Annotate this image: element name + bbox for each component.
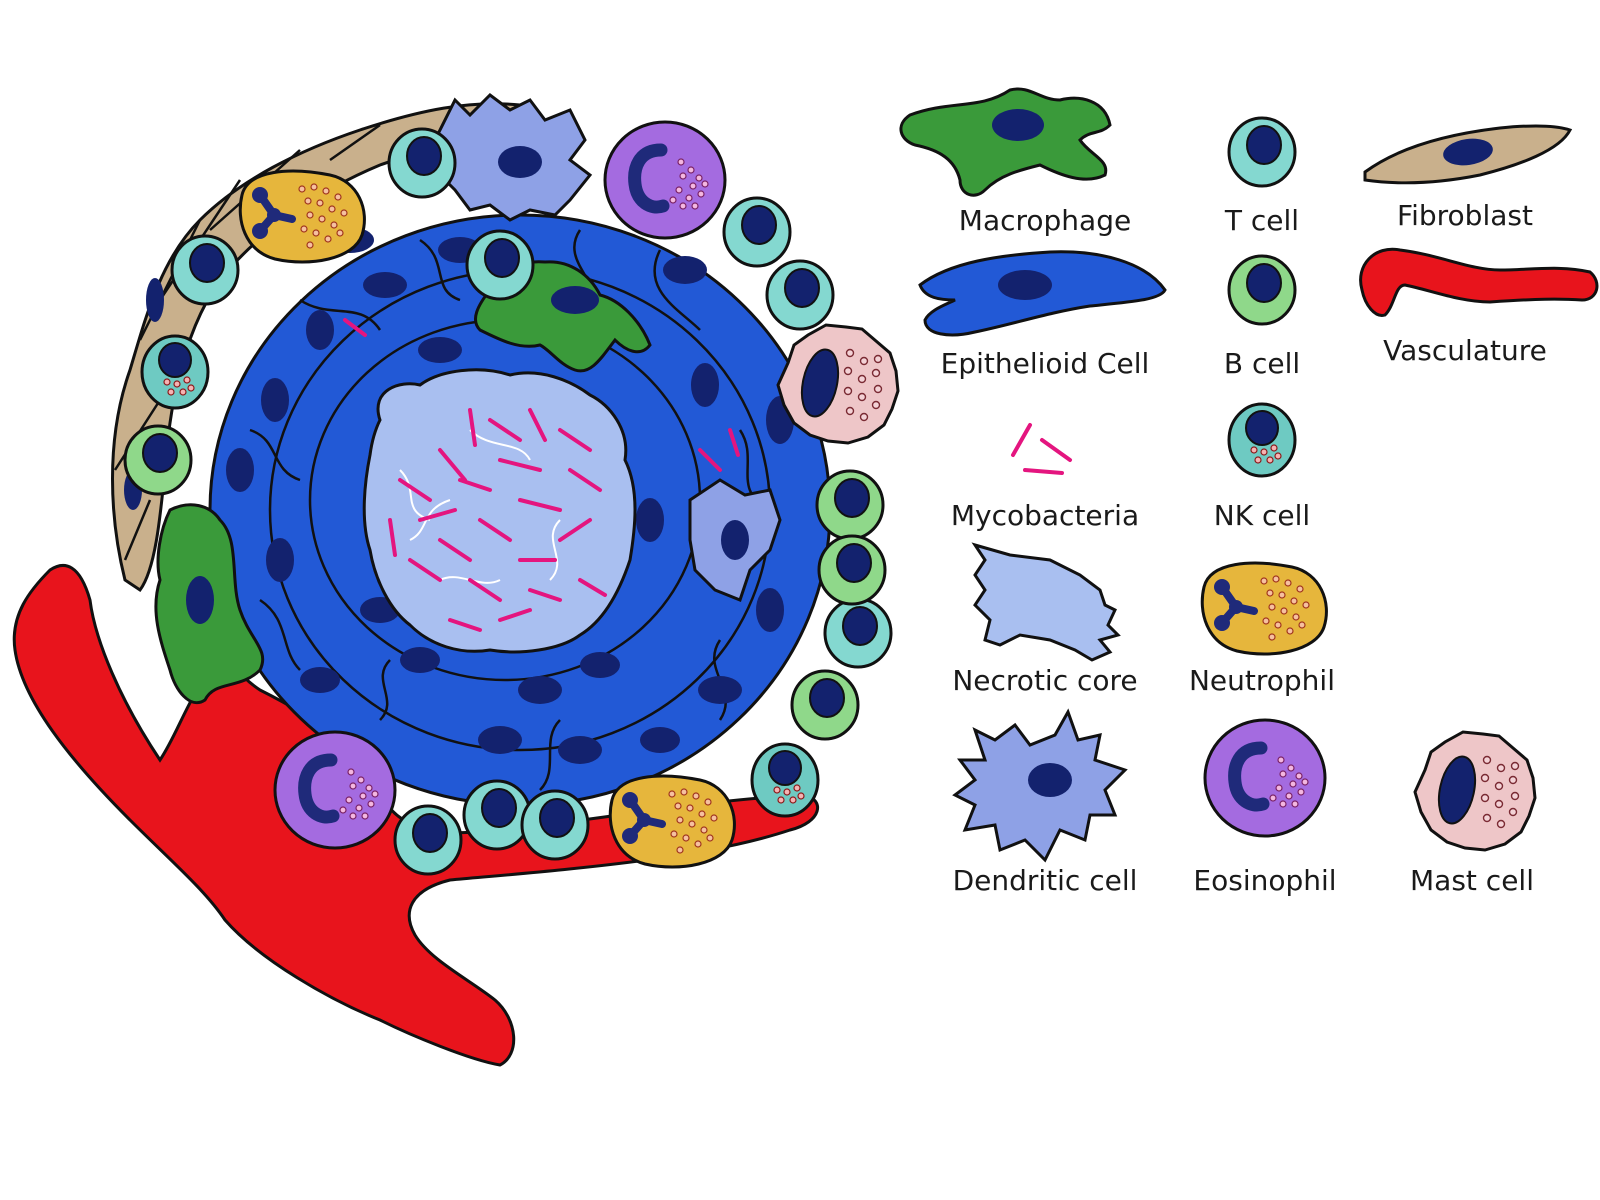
legend-dendritic-icon	[952, 708, 1128, 863]
legend-vasculature-icon	[1359, 247, 1599, 317]
legend-macrophage-label: Macrophage	[959, 204, 1131, 237]
legend-neutrophil-label: Neutrophil	[1189, 664, 1335, 697]
necrotic-core	[362, 368, 637, 654]
t-cell	[765, 259, 835, 331]
legend-macrophage-icon	[899, 87, 1112, 197]
t-cell	[520, 789, 590, 861]
dendritic-cell	[688, 478, 782, 602]
legend-vasculature-label: Vasculature	[1383, 334, 1547, 367]
legend-nk-cell-label: NK cell	[1214, 499, 1310, 532]
macrophage-cell	[154, 503, 265, 704]
legend-t-cell-icon	[1227, 116, 1297, 188]
b-cell	[815, 469, 885, 541]
t-cell	[170, 234, 240, 306]
t-cell	[387, 127, 457, 199]
legend-mycobacteria-label: Mycobacteria	[951, 499, 1139, 532]
legend-necrotic-core-icon	[971, 542, 1121, 662]
t-cell	[393, 804, 463, 876]
nk-cell	[750, 742, 820, 818]
eosinophil-cell	[275, 732, 395, 848]
legend-neutrophil-icon	[1202, 563, 1326, 654]
neutrophil-cell	[240, 171, 364, 262]
t-cell	[465, 229, 535, 301]
legend-eosinophil-icon	[1205, 720, 1325, 836]
nk-cell	[140, 334, 210, 410]
legend-epithelioid-icon	[918, 250, 1167, 337]
legend-b-cell-icon	[1227, 254, 1297, 326]
t-cell	[462, 779, 532, 851]
legend-eosinophil-label: Eosinophil	[1193, 864, 1336, 897]
legend-mycobacteria-icon	[1011, 423, 1072, 475]
mycobacteria-cluster	[343, 318, 740, 632]
t-cell	[823, 597, 893, 669]
neutrophil-cell	[610, 776, 734, 867]
legend-necrotic-core-label: Necrotic core	[952, 664, 1137, 697]
legend: Macrophage T cell Fibroblast Epithelioid…	[899, 87, 1599, 897]
dendritic-cell	[423, 93, 593, 222]
eosinophil-cell	[605, 122, 725, 238]
legend-fibroblast-label: Fibroblast	[1397, 199, 1533, 232]
legend-nk-cell-icon	[1227, 402, 1297, 478]
legend-t-cell-label: T cell	[1224, 204, 1299, 237]
legend-b-cell-label: B cell	[1224, 347, 1300, 380]
b-cell	[790, 669, 860, 741]
legend-epithelioid-label: Epithelioid Cell	[941, 347, 1150, 380]
legend-fibroblast-icon	[1363, 124, 1573, 185]
legend-mast-cell-icon	[1413, 730, 1537, 852]
b-cell	[817, 534, 887, 606]
t-cell	[722, 196, 792, 268]
mast-cell	[776, 323, 900, 445]
legend-dendritic-label: Dendritic cell	[953, 864, 1138, 897]
b-cell	[123, 424, 193, 496]
legend-mast-cell-label: Mast cell	[1410, 864, 1534, 897]
